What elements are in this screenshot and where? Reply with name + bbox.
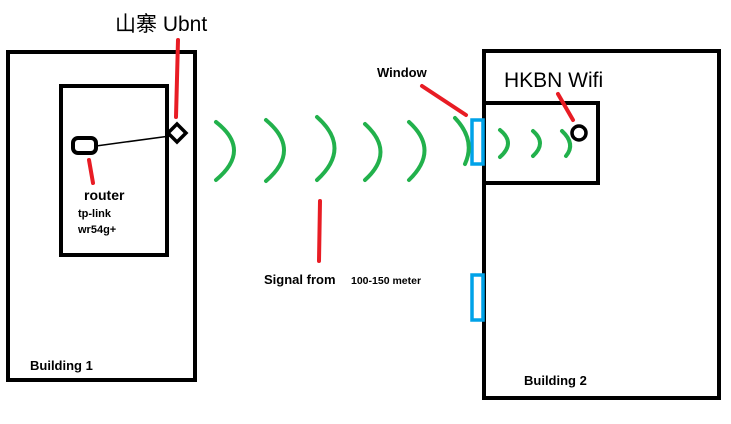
router-model-line2: wr54g+ — [77, 224, 116, 236]
ubnt-label: 山寨 Ubnt — [115, 13, 207, 36]
signal-chevron-3 — [315, 115, 337, 182]
building-1-room — [59, 84, 169, 257]
hkbn-access-point-icon — [570, 124, 588, 142]
signal-waves — [214, 115, 573, 183]
building-1-outline — [6, 50, 197, 382]
pointer-ubnt — [174, 38, 180, 119]
pointer-hkbn — [556, 92, 575, 122]
building-1-label: Building 1 — [30, 358, 93, 373]
distance-label: 100-150 meter — [351, 275, 421, 287]
signal-chevron-8 — [531, 129, 542, 158]
router-cable — [95, 135, 171, 147]
router-model-line1: tp-link — [78, 208, 112, 220]
building-2-label: Building 2 — [524, 373, 587, 388]
signal-chevron-7 — [498, 128, 510, 159]
signal-chevron-6 — [453, 116, 471, 166]
window-label: Window — [377, 65, 428, 80]
building-2-outline — [482, 49, 721, 400]
signal-chevron-5 — [407, 120, 427, 182]
signal-from-label: Signal from — [264, 272, 336, 287]
pointer-signal — [317, 199, 322, 263]
pointer-lines — [87, 38, 575, 263]
signal-chevron-1 — [214, 120, 236, 182]
pointer-router — [87, 158, 95, 185]
window-lower — [470, 273, 485, 322]
signal-chevron-9 — [560, 129, 573, 158]
window-upper — [470, 118, 485, 166]
signal-chevron-2 — [264, 118, 286, 183]
pointer-window — [420, 84, 468, 117]
hkbn-wifi-label: HKBN Wifi — [504, 69, 603, 92]
signal-chevron-4 — [363, 122, 383, 182]
router-label: router — [84, 187, 125, 203]
ubnt-diamond-icon — [165, 121, 189, 145]
